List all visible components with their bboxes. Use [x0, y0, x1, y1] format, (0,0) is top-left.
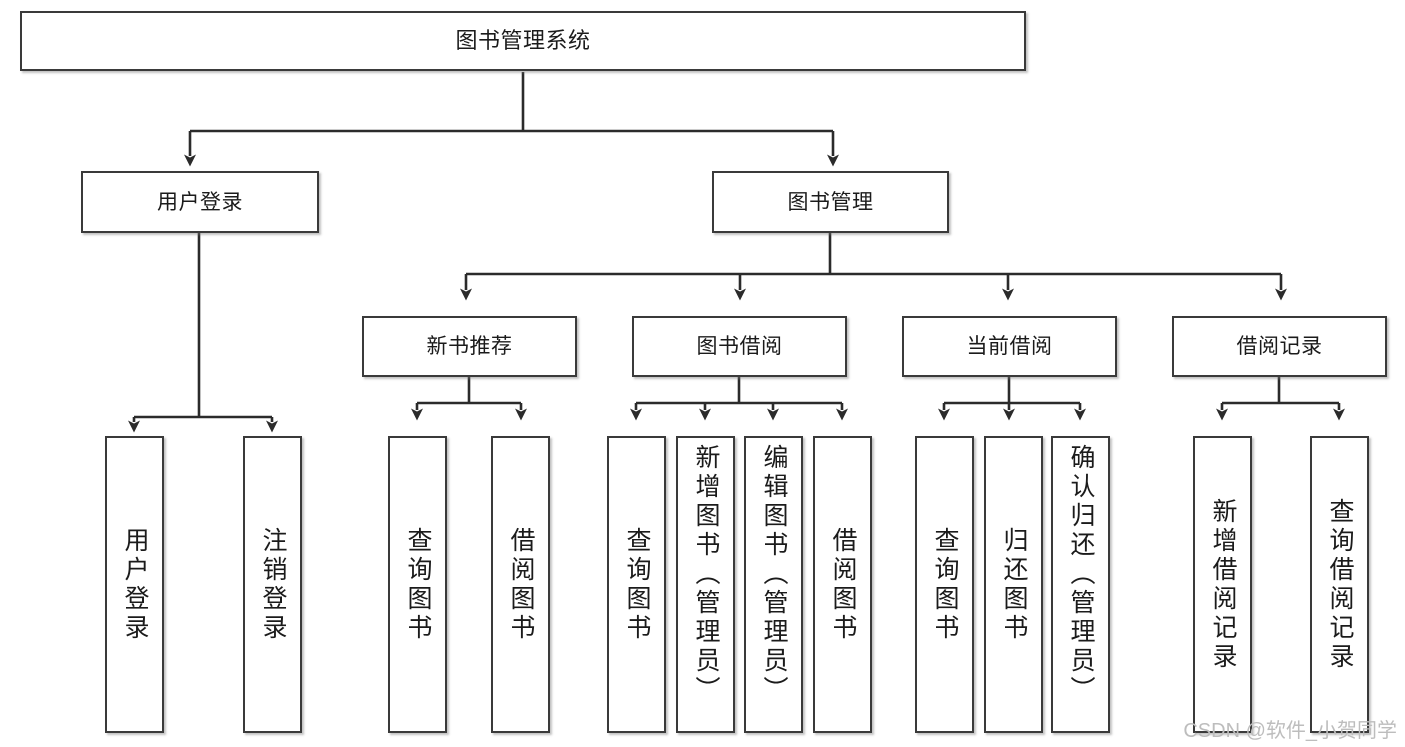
leaf-borrow-record-query-label: 查询借阅记录: [1326, 497, 1354, 672]
leaf-new-book-borrow-label: 借阅图书: [507, 526, 535, 643]
leaf-new-book-borrow[interactable]: 借阅图书: [491, 436, 550, 733]
leaf-user-login-logout[interactable]: 注销登录: [243, 436, 302, 733]
leaf-book-borrow-query[interactable]: 查询图书: [607, 436, 666, 733]
node-current-borrow[interactable]: 当前借阅: [902, 316, 1117, 377]
leaf-current-borrow-query-label: 查询图书: [931, 526, 959, 643]
leaf-book-borrow-borrow-label: 借阅图书: [829, 526, 857, 643]
node-borrow-record[interactable]: 借阅记录: [1172, 316, 1387, 377]
node-root-label: 图书管理系统: [455, 28, 591, 53]
node-user-login-label: 用户登录: [157, 190, 243, 214]
leaf-book-borrow-edit-label: 编辑图书（管理员）: [760, 444, 788, 705]
leaf-book-borrow-add-label: 新增图书（管理员）: [692, 444, 720, 705]
leaf-borrow-record-add-label: 新增借阅记录: [1209, 497, 1237, 672]
node-root[interactable]: 图书管理系统: [20, 11, 1026, 71]
node-new-book-recommend[interactable]: 新书推荐: [362, 316, 577, 377]
leaf-new-book-query[interactable]: 查询图书: [388, 436, 447, 733]
node-borrow-record-label: 借阅记录: [1236, 335, 1323, 358]
leaf-borrow-record-add[interactable]: 新增借阅记录: [1193, 436, 1252, 733]
leaf-user-login-login[interactable]: 用户登录: [105, 436, 164, 733]
leaf-current-borrow-return[interactable]: 归还图书: [984, 436, 1043, 733]
leaf-book-borrow-query-label: 查询图书: [623, 526, 651, 643]
leaf-book-borrow-add[interactable]: 新增图书（管理员）: [676, 436, 735, 733]
leaf-user-login-login-label: 用户登录: [121, 526, 149, 643]
node-user-login[interactable]: 用户登录: [81, 171, 319, 233]
leaf-current-borrow-query[interactable]: 查询图书: [915, 436, 974, 733]
leaf-borrow-record-query[interactable]: 查询借阅记录: [1310, 436, 1369, 733]
node-new-book-recommend-label: 新书推荐: [426, 335, 513, 358]
node-book-management-label: 图书管理: [787, 190, 874, 214]
leaf-book-borrow-borrow[interactable]: 借阅图书: [813, 436, 872, 733]
leaf-current-borrow-return-label: 归还图书: [1000, 526, 1028, 643]
node-book-borrow[interactable]: 图书借阅: [632, 316, 847, 377]
leaf-book-borrow-edit[interactable]: 编辑图书（管理员）: [744, 436, 803, 733]
node-book-borrow-label: 图书借阅: [696, 335, 783, 358]
leaf-new-book-query-label: 查询图书: [404, 526, 432, 643]
leaf-current-borrow-confirm[interactable]: 确认归还（管理员）: [1051, 436, 1110, 733]
leaf-current-borrow-confirm-label: 确认归还（管理员）: [1067, 444, 1095, 705]
leaf-user-login-logout-label: 注销登录: [259, 526, 287, 643]
node-book-management[interactable]: 图书管理: [712, 171, 949, 233]
node-current-borrow-label: 当前借阅: [966, 335, 1053, 358]
